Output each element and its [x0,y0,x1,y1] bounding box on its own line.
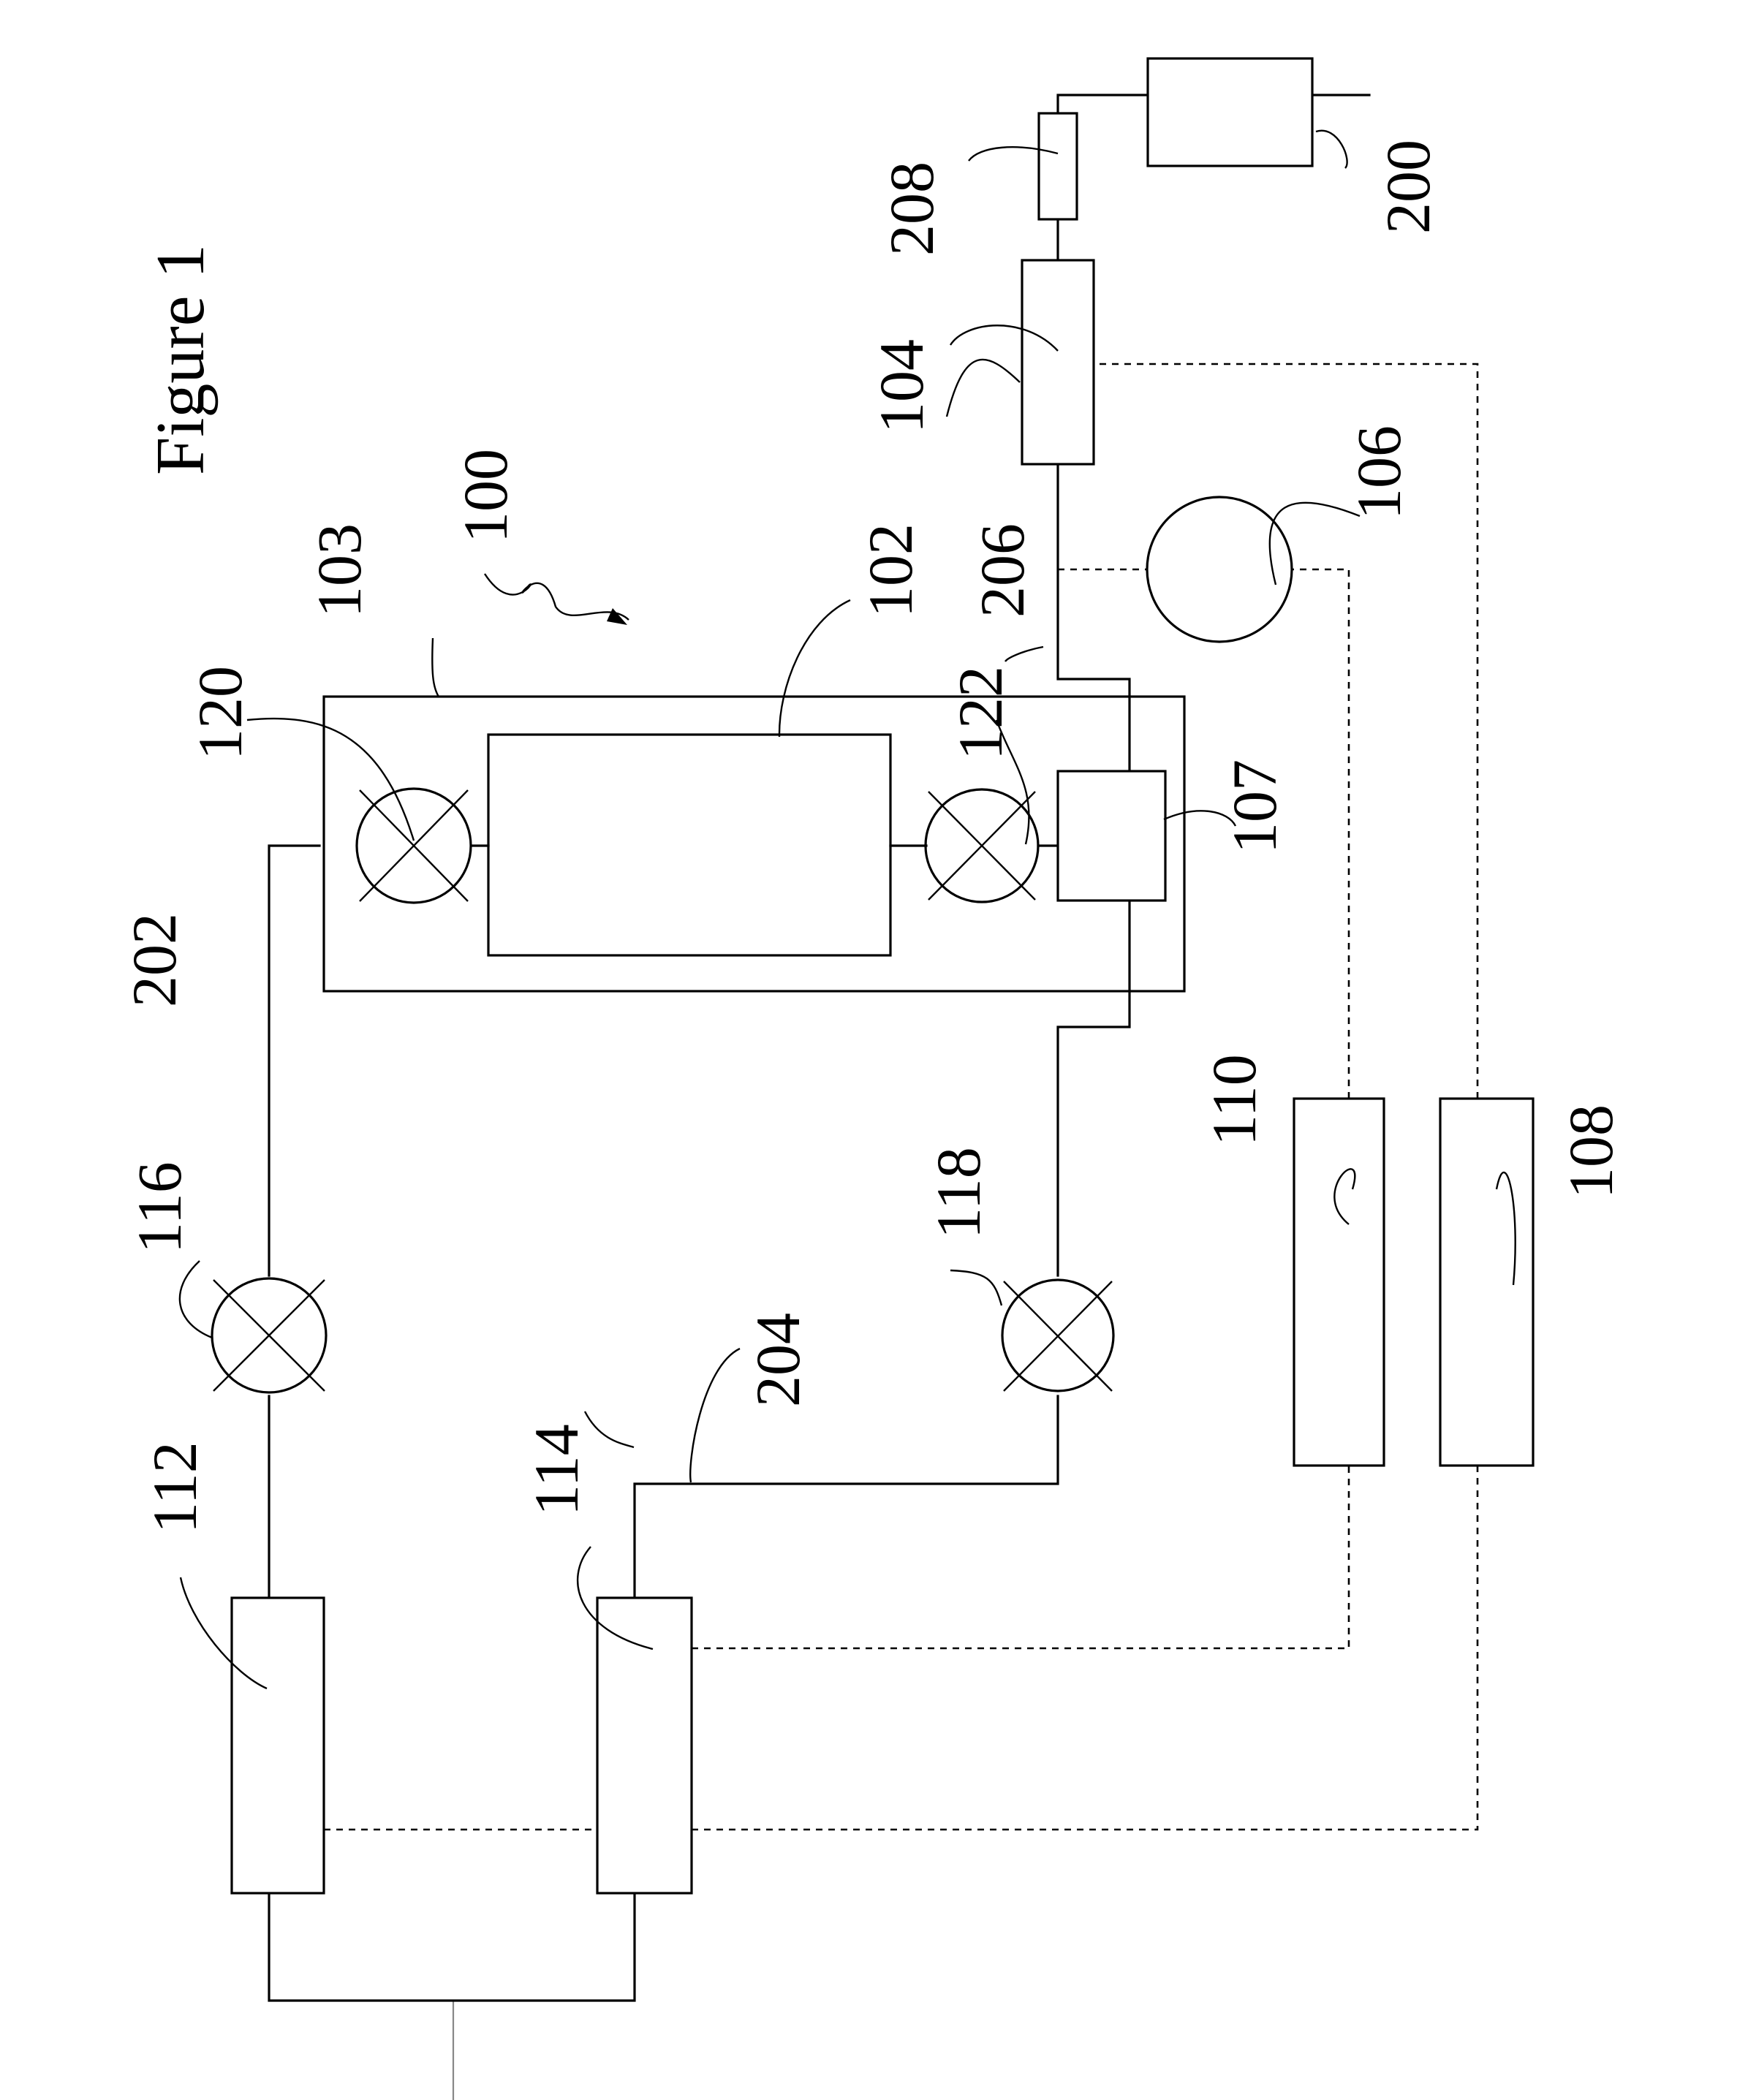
label-102: 102 [855,523,926,618]
valve-122 [926,789,1038,902]
arrow-100 [485,574,629,625]
reference-labels: 100 102 103 104 106 107 108 110 112 114 … [119,140,1626,1534]
label-114: 114 [521,1424,591,1516]
module-107 [1058,771,1165,901]
label-110: 110 [1199,1054,1269,1146]
label-122: 122 [945,666,1015,760]
label-108: 108 [1556,1104,1626,1199]
label-104: 104 [866,339,937,433]
figure-title: Figure 1 [143,244,219,475]
label-107: 107 [1219,759,1290,854]
valve-120 [357,789,471,903]
label-206: 206 [967,523,1037,618]
label-200: 200 [1373,140,1443,234]
component-200 [1148,58,1312,166]
component-106 [1147,497,1292,642]
label-202: 202 [119,913,189,1007]
component-112 [232,1598,324,1893]
label-116: 116 [124,1161,194,1254]
valve-116 [212,1278,326,1392]
label-208: 208 [877,162,947,256]
housing-103 [324,697,1184,991]
label-103: 103 [304,523,374,618]
component-114 [597,1598,692,1893]
component-104 [1022,260,1094,464]
label-112: 112 [140,1441,210,1534]
component-110 [1294,1099,1384,1466]
valve-118 [1002,1280,1113,1391]
label-118: 118 [923,1147,994,1239]
label-204: 204 [743,1313,813,1407]
chamber-102 [488,735,890,955]
label-120: 120 [185,666,255,760]
component-208 [1039,113,1077,219]
component-108 [1440,1099,1533,1466]
label-100: 100 [450,449,521,543]
label-106: 106 [1344,425,1414,520]
